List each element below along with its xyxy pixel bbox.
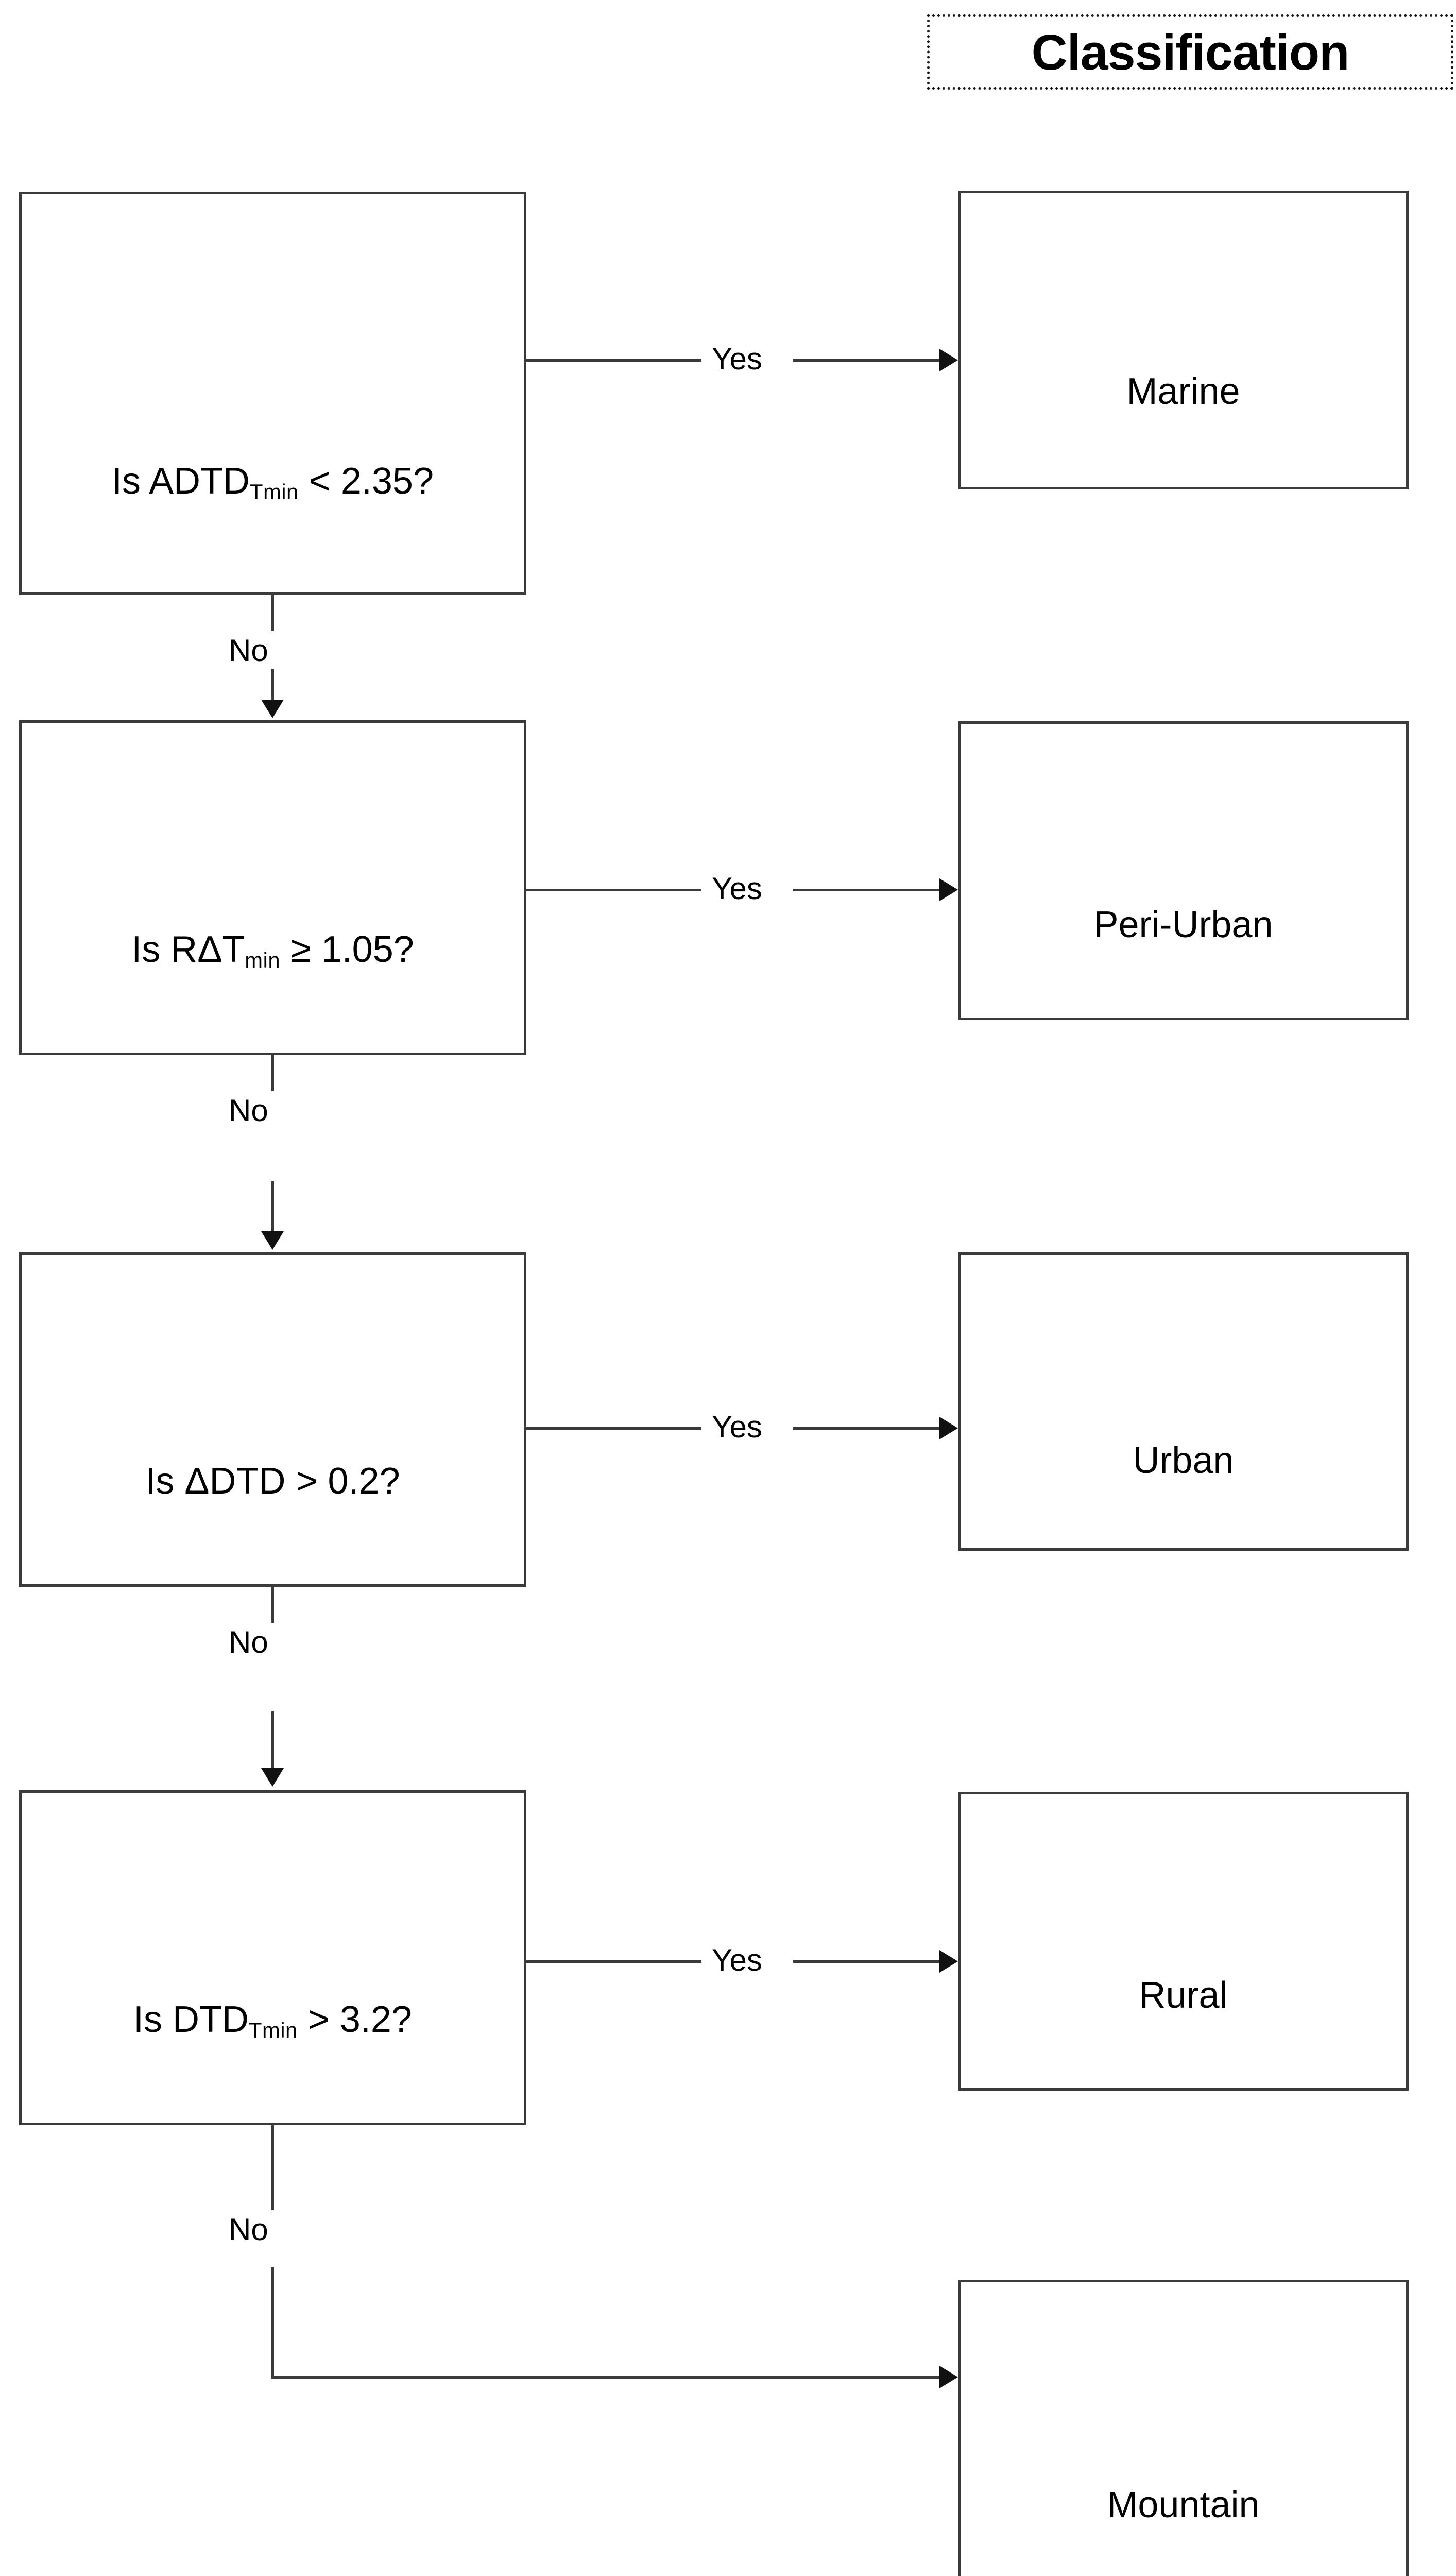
no-edge-label-4: No (222, 2210, 275, 2249)
no-connector-line-4a (271, 2125, 274, 2218)
yes-connector-line-2a (526, 889, 701, 891)
decision-label-2: Is RΔTmin ≥ 1.05? (131, 929, 414, 973)
yes-arrowhead-3 (939, 1417, 958, 1439)
result-label-peri-urban: Peri-Urban (1093, 904, 1273, 945)
mountain-connector-line (271, 2376, 941, 2379)
yes-connector-line-2b (793, 889, 943, 891)
yes-edge-label-2: Yes (707, 873, 767, 904)
yes-connector-line-3b (793, 1427, 943, 1430)
yes-edge-label-1: Yes (707, 344, 767, 375)
no-connector-line-2a (271, 1055, 274, 1101)
no-connector-line-3b (271, 1711, 274, 1769)
decision-label-1: Is ADTDTmin < 2.35? (111, 460, 434, 504)
result-label-mountain: Mountain (1107, 2484, 1260, 2526)
no-edge-label-1: No (222, 631, 275, 670)
result-box-peri-urban[interactable]: Peri-Urban (958, 721, 1409, 1020)
result-box-marine[interactable]: Marine (958, 191, 1409, 489)
result-label-rural: Rural (1139, 1975, 1228, 2016)
no-connector-line-2b (271, 1181, 274, 1232)
yes-connector-line-1b (793, 359, 943, 362)
yes-edge-label-3: Yes (707, 1412, 767, 1443)
yes-arrowhead-4 (939, 1950, 958, 1973)
no-edge-label-2: No (222, 1091, 275, 1130)
result-label-marine: Marine (1126, 371, 1240, 412)
result-box-urban[interactable]: Urban (958, 1252, 1409, 1551)
no-connector-line-3a (271, 1587, 274, 1636)
decision-box-2[interactable]: Is RΔTmin ≥ 1.05? (19, 720, 526, 1055)
yes-connector-line-4b (793, 1960, 943, 1963)
yes-arrowhead-2 (939, 878, 958, 901)
yes-connector-line-3a (526, 1427, 701, 1430)
mountain-arrowhead (939, 2366, 958, 2388)
no-connector-line-4b (271, 2267, 274, 2378)
page-title: Classification (1031, 24, 1350, 80)
result-box-rural[interactable]: Rural (958, 1792, 1409, 2091)
no-connector-line-1b (271, 669, 274, 701)
no-edge-label-3: No (222, 1623, 275, 1662)
decision-box-4[interactable]: Is DTDTmin > 3.2? (19, 1790, 526, 2125)
yes-connector-line-4a (526, 1960, 701, 1963)
decision-label-3: Is ΔDTD > 0.2? (145, 1461, 400, 1502)
no-arrowhead-2 (261, 1231, 284, 1250)
classification-header-box: Classification (927, 14, 1453, 90)
result-box-mountain[interactable]: Mountain (958, 2280, 1409, 2576)
decision-label-4: Is DTDTmin > 3.2? (133, 1999, 412, 2043)
yes-arrowhead-1 (939, 349, 958, 371)
no-arrowhead-1 (261, 700, 284, 718)
yes-connector-line-1a (526, 359, 701, 362)
yes-edge-label-4: Yes (707, 1945, 767, 1976)
decision-box-3[interactable]: Is ΔDTD > 0.2? (19, 1252, 526, 1587)
result-label-urban: Urban (1133, 1440, 1234, 1481)
no-connector-line-1a (271, 595, 274, 641)
decision-box-1[interactable]: Is ADTDTmin < 2.35? (19, 192, 526, 595)
no-arrowhead-3 (261, 1768, 284, 1787)
